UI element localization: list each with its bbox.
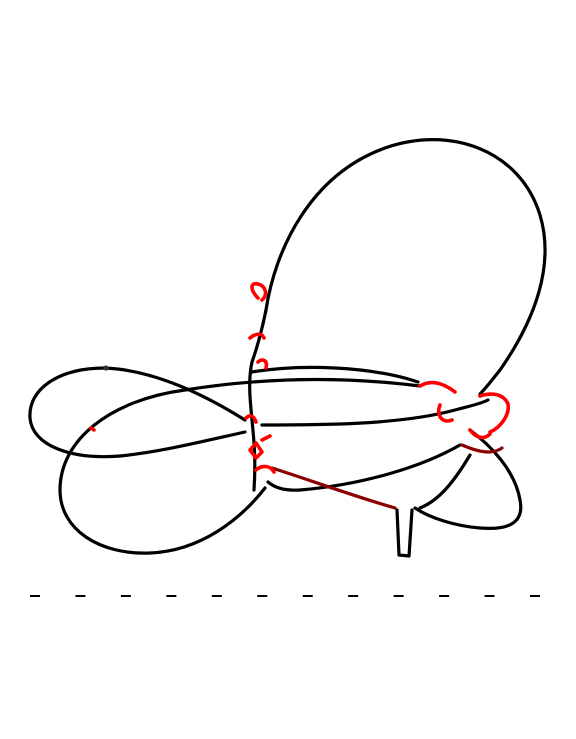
- dark-red-right-segment: [460, 443, 504, 454]
- crossing-column-3: [244, 414, 258, 424]
- crossing-column-5: [254, 464, 276, 474]
- left-lobe-marker: [103, 365, 109, 371]
- crossing-highlights: [89, 281, 511, 474]
- right-lower-loop: [413, 428, 523, 530]
- dark-red-strand: [270, 466, 397, 510]
- crossing-right-1: [418, 380, 457, 394]
- lower-return-strand: [266, 443, 462, 492]
- crossing-column-2: [256, 358, 269, 370]
- crossing-right-4: [468, 428, 492, 440]
- large-upper-loop: [264, 138, 547, 396]
- left-lobe: [28, 366, 247, 459]
- bottom-tail: [395, 508, 414, 558]
- center-right-strand: [260, 398, 490, 427]
- lower-left-loop: [58, 377, 422, 555]
- crossing-left-dot: [89, 426, 96, 432]
- crossing-column-1: [248, 332, 266, 340]
- crossing-top-loop: [250, 281, 268, 302]
- crossing-column-4: [248, 441, 264, 460]
- crossing-column-6: [260, 434, 272, 442]
- right-diagonal-strand: [418, 453, 472, 510]
- crossing-right-3: [478, 392, 511, 434]
- crossing-right-2: [436, 403, 454, 423]
- middle-strand: [250, 365, 420, 384]
